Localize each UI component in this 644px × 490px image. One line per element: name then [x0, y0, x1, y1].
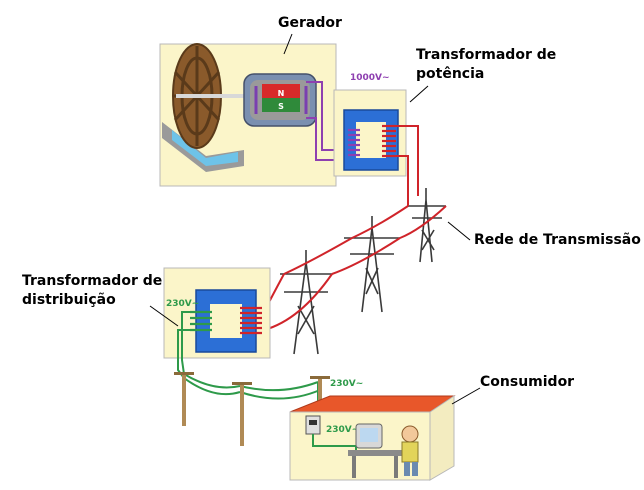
label-power-transformer-line2: potência: [416, 66, 485, 82]
generator-magnet: [243, 73, 317, 127]
magnet-pole-north: N: [278, 89, 285, 98]
distribution-voltage: 230V~: [166, 299, 199, 309]
electric-meter: [305, 415, 321, 435]
transmission-tower-3: [280, 250, 332, 355]
label-transmission-network: Rede de Transmissão: [474, 232, 641, 248]
label-power-transformer-line1: Transformador de: [416, 47, 557, 63]
transmission-tower-2: [344, 216, 400, 313]
label-consumer: Consumidor: [480, 374, 575, 390]
utility-pole-2: [232, 382, 252, 446]
label-distribution-transformer-line1: Transformador de: [22, 273, 163, 289]
utility-pole-3: [310, 376, 330, 420]
label-generator: Gerador: [278, 15, 342, 31]
callout-lines: [149, 33, 481, 405]
distribution-transformer-core: [195, 289, 257, 353]
label-distribution-transformer-line2: distribuição: [22, 292, 116, 308]
water-channel: [162, 122, 244, 172]
transmission-tower-1: [408, 188, 446, 263]
house-wiring: [312, 434, 357, 452]
generator-voltage: 1000V~: [350, 73, 390, 83]
power-transformer-primary-coil: [348, 128, 360, 157]
magnet-pole-south: S: [278, 102, 284, 111]
pole-voltage: 230V~: [330, 379, 363, 389]
person-at-desk: [401, 425, 419, 476]
computer-desk: [348, 423, 402, 478]
house-voltage: 230V~: [326, 425, 359, 435]
distribution-transformer-secondary-coil: [190, 310, 212, 332]
utility-pole-1: [174, 372, 194, 426]
distribution-transformer-primary-coil: [240, 306, 262, 335]
power-transformer-secondary-coil: [382, 124, 396, 158]
